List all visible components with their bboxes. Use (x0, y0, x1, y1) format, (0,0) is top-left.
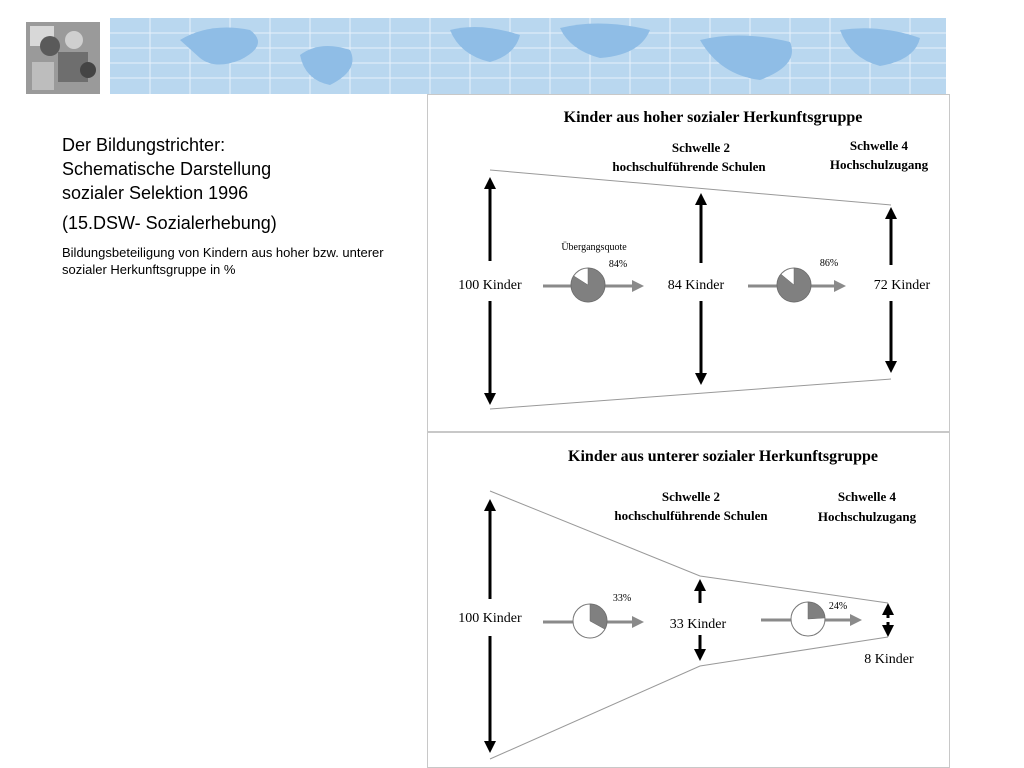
start-count-label: 100 Kinder (458, 611, 522, 626)
stage2-subtitle: hochschulführende Schulen (614, 508, 768, 523)
funnel-bottom-edge (489, 378, 892, 410)
low-origin-funnel-panel: Kinder aus unterer sozialer Herkunftsgru… (427, 432, 950, 768)
funnel-bottom-edge (489, 636, 889, 760)
pie-slice-1 (589, 603, 608, 630)
transition-rate-label: Übergangsquote (561, 241, 627, 253)
stage2-title: Schwelle 2 (672, 140, 730, 155)
mid-count-label: 84 Kinder (668, 278, 725, 293)
slide-text: Der Bildungstrichter: Schematische Darst… (62, 133, 412, 278)
stage4-title: Schwelle 4 (838, 489, 897, 504)
stage4-subtitle: Hochschulzugang (818, 509, 917, 524)
stage2-title: Schwelle 2 (662, 489, 720, 504)
slide-title-line-2: Schematische Darstellung (62, 159, 272, 179)
stage4-title: Schwelle 4 (850, 138, 909, 153)
panel-title: Kinder aus unterer sozialer Herkunftsgru… (568, 448, 878, 465)
funnel-top-edge (489, 490, 889, 604)
mid-count-label: 33 Kinder (670, 617, 727, 632)
stage2-subtitle: hochschulführende Schulen (612, 159, 766, 174)
end-count-label: 8 Kinder (864, 652, 914, 667)
stage4-subtitle: Hochschulzugang (830, 157, 929, 172)
header-banner (26, 18, 946, 94)
high-origin-funnel-panel: Kinder aus hoher sozialer Herkunftsgrupp… (427, 94, 950, 432)
panel-title: Kinder aus hoher sozialer Herkunftsgrupp… (564, 109, 863, 126)
pct-label-2: 24% (829, 601, 847, 612)
world-map-banner (110, 18, 946, 94)
slide-title-line-3: sozialer Selektion 1996 (62, 183, 249, 203)
funnel-top-edge (489, 169, 892, 206)
logo-photo (26, 22, 100, 94)
slide-subtitle: (15.DSW- Sozialerhebung) (62, 213, 277, 233)
end-count-label: 72 Kinder (874, 278, 931, 293)
pie-slice-1 (570, 267, 606, 303)
pie-slice-2 (807, 601, 826, 620)
start-count-label: 100 Kinder (458, 278, 522, 293)
pct-label-1: 84% (609, 259, 627, 270)
pct-label-1: 33% (613, 593, 631, 604)
pct-label-2: 86% (820, 258, 838, 269)
slide-title-line-1: Der Bildungstrichter: (62, 135, 226, 155)
pie-slice-2 (776, 267, 812, 303)
slide-description: Bildungsbeteiligung von Kindern aus hohe… (62, 245, 384, 277)
